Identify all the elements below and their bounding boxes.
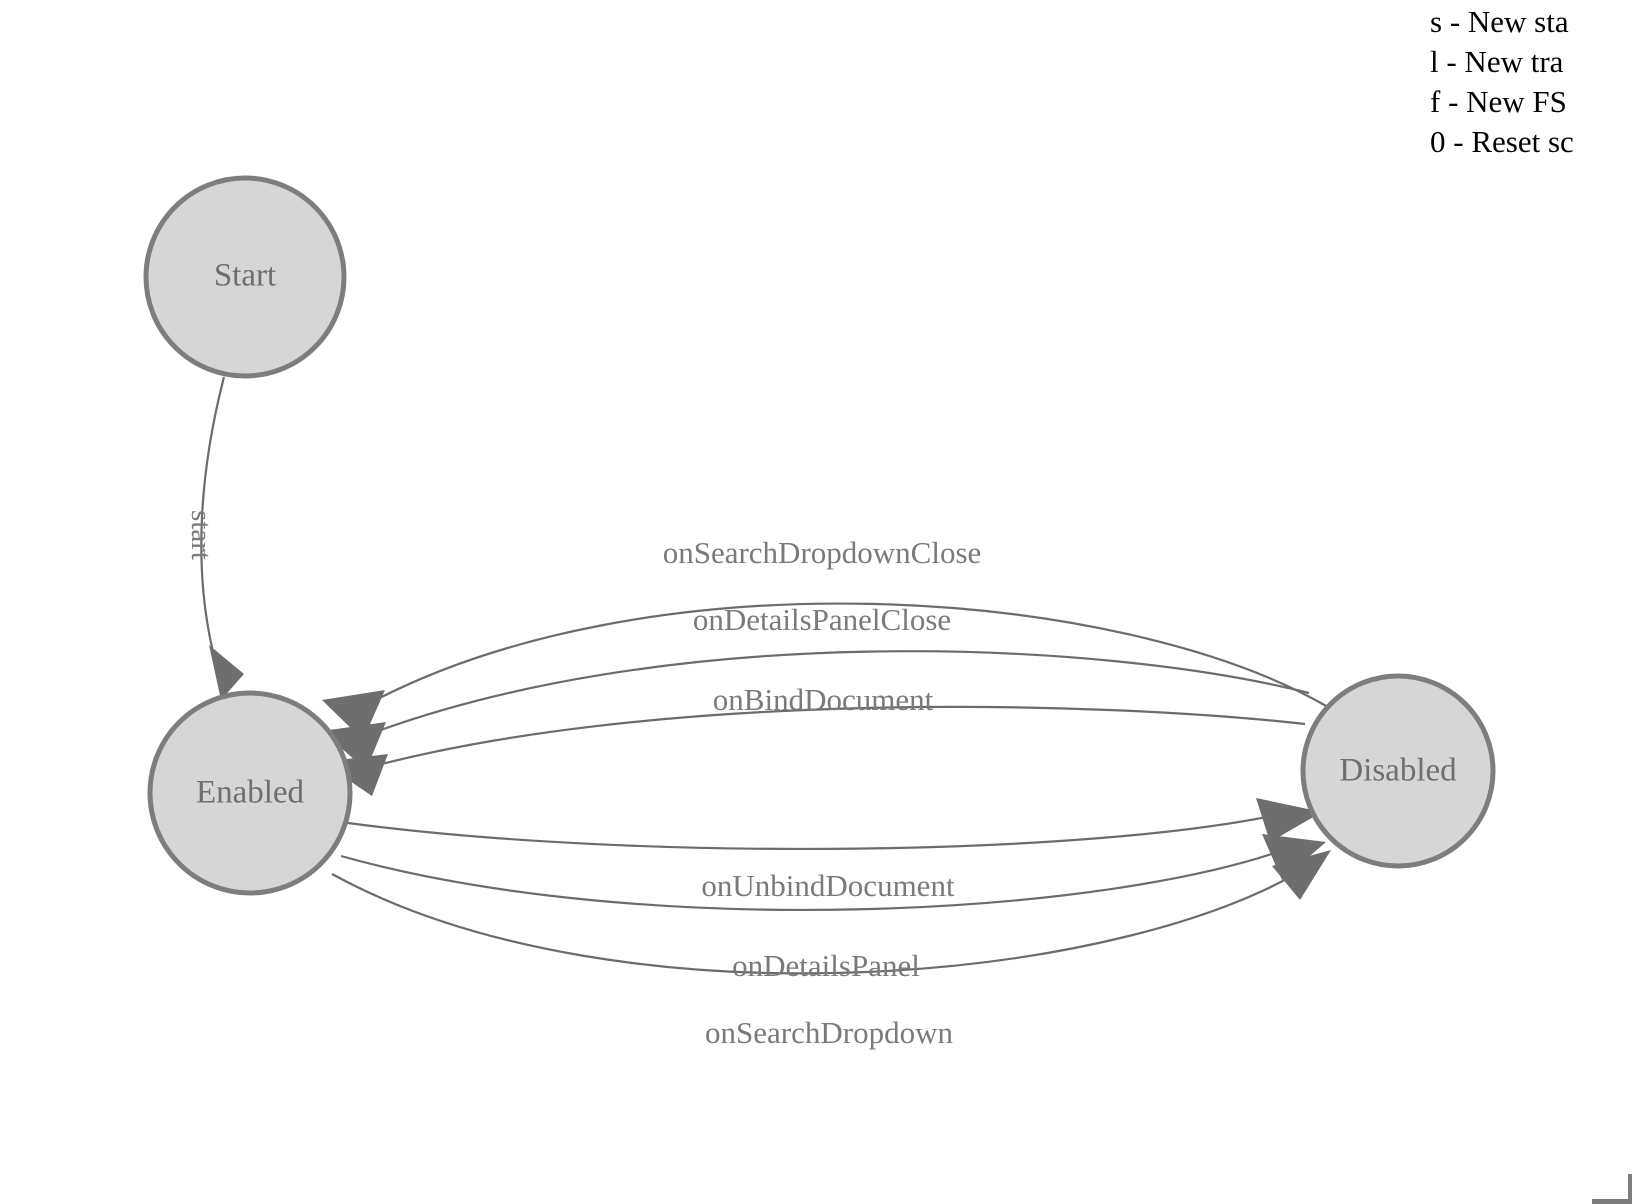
- arrowhead-start-to-enabled: [209, 645, 244, 700]
- state-label-enabled: Enabled: [196, 775, 305, 811]
- state-circle-enabled: [147, 690, 353, 896]
- help-line-new-transition: l - New tra: [1430, 44, 1564, 79]
- transition-label-onsearchdropdownclose: onSearchDropdownClose: [663, 535, 982, 570]
- state-node-enabled[interactable]: Enabled: [147, 690, 353, 896]
- transition-path-onsearchdropdownclose: [356, 602, 1329, 711]
- transition-label-onbinddocument: onBindDocument: [713, 682, 934, 717]
- frame-corner-decoration: [1592, 1174, 1632, 1204]
- transition-path-onunbinddocument: [347, 810, 1291, 851]
- arrowhead-onsearchdropdown: [1272, 850, 1331, 900]
- transition-path-onsearchdropdown: [331, 859, 1319, 975]
- state-circle-start: [143, 175, 347, 379]
- keyboard-shortcuts-help: s - New sta l - New tra f - New FS 0 - R…: [1430, 0, 1632, 162]
- transition-label-ondetailspanelclose: onDetailsPanelClose: [693, 602, 951, 637]
- transition-onsearchdropdown[interactable]: [331, 850, 1331, 975]
- arrowhead-onunbinddocument: [1256, 798, 1322, 842]
- state-node-disabled[interactable]: Disabled: [1300, 673, 1496, 869]
- transition-onunbinddocument[interactable]: [347, 798, 1322, 851]
- transition-onsearchdropdownclose[interactable]: [322, 602, 1329, 740]
- transition-path-start: [200, 376, 226, 661]
- help-line-new-state: s - New sta: [1430, 4, 1569, 39]
- state-label-start: Start: [214, 258, 276, 294]
- transition-onbinddocument[interactable]: [322, 705, 1306, 796]
- transition-path-onbinddocument: [351, 705, 1306, 774]
- state-circle-disabled: [1300, 673, 1496, 869]
- transition-label-onunbinddocument: onUnbindDocument: [701, 868, 955, 903]
- transition-label-onsearchdropdown: onSearchDropdown: [705, 1015, 953, 1050]
- help-line-new-fsm: f - New FS: [1430, 84, 1567, 119]
- arrowhead-onsearchdropdownclose: [322, 690, 385, 740]
- state-node-start[interactable]: Start: [143, 175, 347, 379]
- transition-label-start: start: [185, 510, 217, 560]
- state-label-disabled: Disabled: [1339, 753, 1457, 789]
- transition-path-ondetailspanel: [340, 842, 1301, 912]
- help-line-reset: 0 - Reset sc: [1430, 124, 1574, 159]
- transition-start-to-enabled[interactable]: [200, 376, 244, 700]
- transition-path-ondetailspanelclose: [353, 650, 1310, 742]
- transition-label-ondetailspanel: onDetailsPanel: [732, 948, 920, 983]
